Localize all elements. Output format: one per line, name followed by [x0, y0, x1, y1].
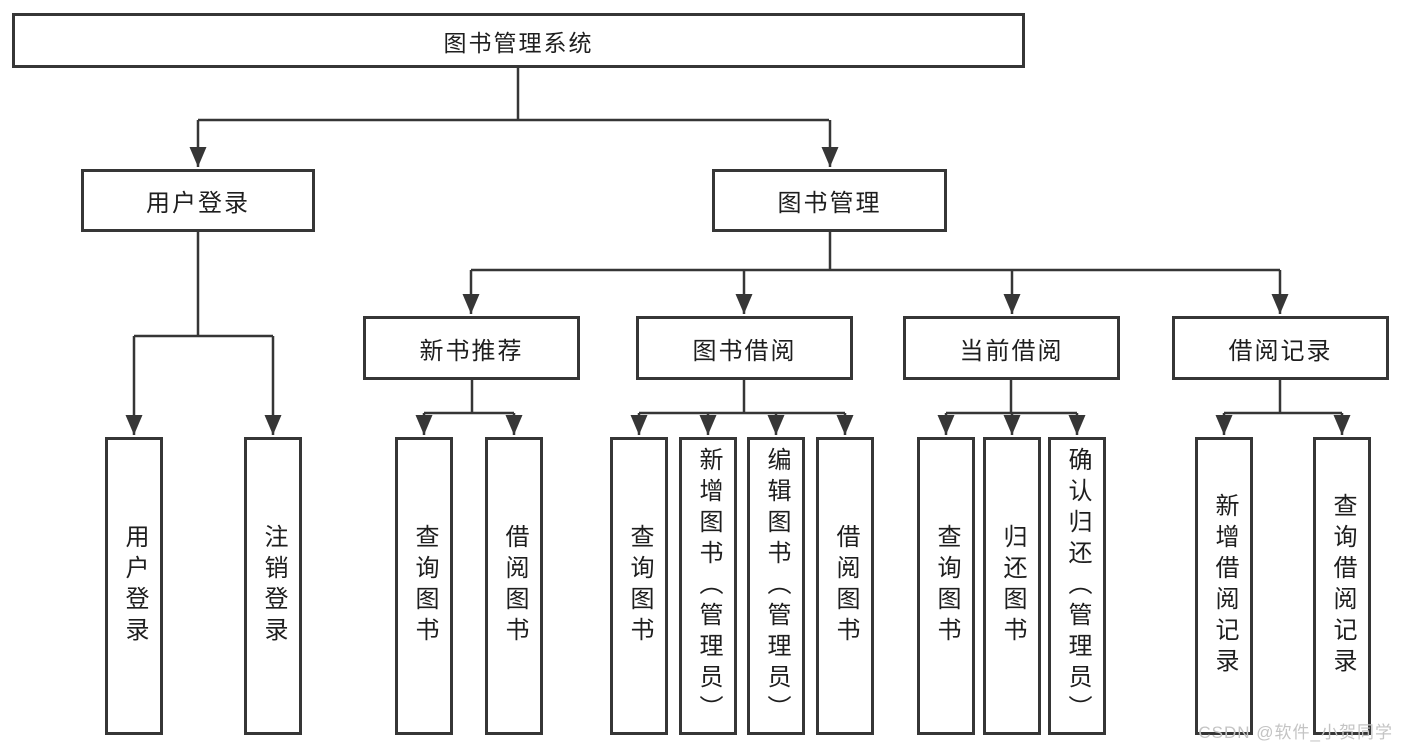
node-borrow-record: 借阅记录: [1172, 316, 1389, 380]
leaf-logout: 注销登录: [244, 437, 302, 735]
leaf-query-book-1: 查询图书: [395, 437, 453, 735]
leaf-query-book-3: 查询图书: [917, 437, 975, 735]
leaf-borrow-book-2: 借阅图书: [816, 437, 874, 735]
leaf-borrow-book-1: 借阅图书: [485, 437, 543, 735]
node-book-borrow: 图书借阅: [636, 316, 853, 380]
node-book-management: 图书管理: [712, 169, 947, 232]
leaf-query-borrow-record: 查询借阅记录: [1313, 437, 1371, 735]
leaf-user-login: 用户登录: [105, 437, 163, 735]
node-user-login: 用户登录: [81, 169, 315, 232]
csdn-watermark: CSDN @软件_小贺同学: [1198, 723, 1393, 742]
leaf-add-borrow-record: 新增借阅记录: [1195, 437, 1253, 735]
leaf-confirm-return-admin: 确认归还（管理员）: [1048, 437, 1106, 735]
leaf-return-book: 归还图书: [983, 437, 1041, 735]
leaf-add-book-admin: 新增图书（管理员）: [679, 437, 737, 735]
node-new-book-recommend: 新书推荐: [363, 316, 580, 380]
leaf-edit-book-admin: 编辑图书（管理员）: [747, 437, 805, 735]
node-current-borrow: 当前借阅: [903, 316, 1120, 380]
leaf-query-book-2: 查询图书: [610, 437, 668, 735]
node-root: 图书管理系统: [12, 13, 1025, 68]
